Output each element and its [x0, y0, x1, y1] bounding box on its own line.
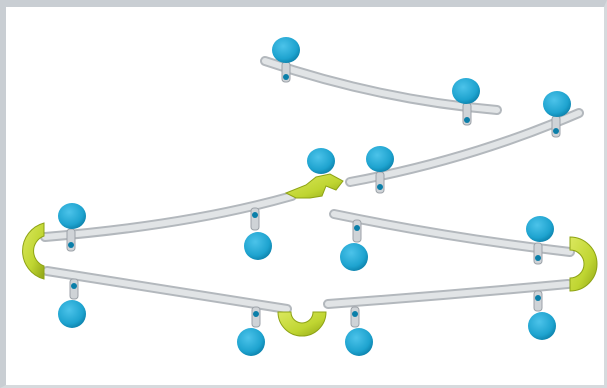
- cup-down-5: [345, 306, 373, 356]
- cup-down-2: [340, 219, 368, 271]
- curve-right: [569, 236, 598, 292]
- cup-up-5: [307, 148, 335, 174]
- curve-left: [22, 222, 45, 280]
- cups-up: [58, 37, 571, 265]
- cup-down-3: [58, 278, 86, 328]
- cup-up-3: [543, 91, 571, 138]
- hook-center: [284, 173, 344, 199]
- cups-down: [58, 207, 556, 356]
- lime-curves: [22, 173, 598, 337]
- cup-down-1: [244, 207, 272, 260]
- cup-down-4: [237, 306, 265, 356]
- cup-up-6: [58, 203, 86, 252]
- cup-up-4: [366, 146, 394, 194]
- cup-up-1: [272, 37, 300, 83]
- curve-bottom-center: [277, 311, 327, 337]
- cup-up-2: [452, 78, 480, 126]
- cup-up-7: [526, 216, 554, 265]
- cup-down-6: [528, 290, 556, 340]
